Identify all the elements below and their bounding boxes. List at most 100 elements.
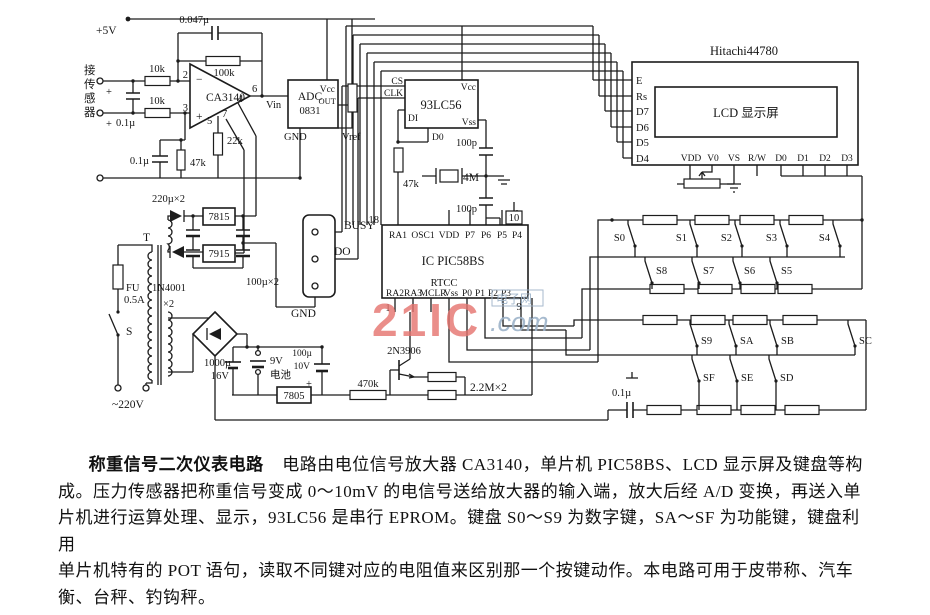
key-s2-label: S2 <box>721 233 732 244</box>
lcd-pin-d7: D7 <box>636 107 649 118</box>
mcu-pin-mclr: MCLR <box>420 289 448 299</box>
key-s6: S6 <box>732 257 755 289</box>
transistor-2n3906: 2N3906 470k 2.2M×2 <box>349 346 507 401</box>
caption-line-1: 称重信号二次仪表电路电路由电位信号放大器 CA3140，单片机 PIC58BS、… <box>58 452 874 479</box>
key-s8: S8 <box>644 257 667 289</box>
caption-line-1-text: 电路由电位信号放大器 CA3140，单片机 PIC58BS、LCD 显示屏及键盘… <box>282 455 863 474</box>
pot-wiper-arrow <box>698 171 706 177</box>
mcu-pin-p2: P2 <box>488 289 498 299</box>
pin-2: 2 <box>183 70 188 81</box>
mcu-pin-p6: P6 <box>481 231 491 241</box>
key-s8-label: S8 <box>656 266 667 277</box>
key-sb-label: SB <box>781 336 794 347</box>
reg-7815-label: 7815 <box>209 212 230 223</box>
eeprom-clk: CLK <box>384 89 403 99</box>
lcd-pin-d2: D2 <box>819 154 831 164</box>
conn-busy: BUSY <box>344 220 375 232</box>
eeprom-vss: Vss <box>462 118 477 128</box>
watermark-brand: 21IC <box>372 294 481 346</box>
r-10k-bottom: 10k <box>149 96 166 107</box>
sensor-char-3: 感 <box>84 91 96 105</box>
key-s1-label: S1 <box>676 233 687 244</box>
key-sa-label: SA <box>740 336 754 347</box>
mcu-pin-ra1: RA1 <box>389 231 407 241</box>
key-s7-label: S7 <box>703 266 714 277</box>
mcu-name: IC PIC58BS <box>422 254 485 268</box>
opamp-ca3140: − + CA3140 2 3 6 4 5 7 <box>183 62 257 130</box>
cap-1000-v: 16V <box>211 371 230 382</box>
r-470k-label: 470k <box>358 379 380 390</box>
cap-100b-v: 10V <box>294 362 311 372</box>
key-se-label: SE <box>741 373 753 384</box>
reg-7915-label: 7915 <box>209 249 230 260</box>
key-sa: SA <box>728 320 754 355</box>
pin-7: 7 <box>222 109 227 120</box>
lcd-pin-e: E <box>636 76 642 87</box>
watermark-tag: 电子网 <box>496 292 532 306</box>
adc-vcc: Vcc <box>320 85 335 95</box>
adc-out: OUT <box>319 96 337 106</box>
rectifier-diodes: 1N4001 <box>152 210 186 294</box>
mains-switch: S ~220V <box>108 310 150 411</box>
key-sf-label: SF <box>703 373 715 384</box>
key-s0-label: S0 <box>614 233 625 244</box>
pin-4: 4 <box>238 94 244 105</box>
lcd-pin-vs: VS <box>728 154 740 164</box>
battery-label: 电池 <box>270 368 291 381</box>
fuse: FU 0.5A <box>112 264 145 306</box>
key-sb: SB <box>769 320 794 355</box>
wires <box>103 18 867 421</box>
r-22k-label: 22k <box>227 136 244 147</box>
mcu-pin-p5: P5 <box>497 231 507 241</box>
regulator-7805: 7805 <box>276 386 312 404</box>
eeprom-93lc56: 93LC56 CS CLK DI D0 Vcc Vss 47k <box>384 77 479 190</box>
key-s1: S1 <box>676 220 699 257</box>
lcd-pin-d6: D6 <box>636 123 649 134</box>
fb-res-label: 100k <box>214 68 236 79</box>
key-s2: S2 <box>721 220 744 257</box>
adc-name: ADC <box>298 91 323 103</box>
keypad-cap-label: 0.1µ <box>612 388 631 399</box>
crystal-osc: 100p 100p 4M <box>435 138 510 215</box>
r-47k-label: 47k <box>190 158 207 169</box>
key-s4-label: S4 <box>819 233 831 244</box>
battery-voltage: 9V <box>270 356 283 367</box>
eeprom-d0: D0 <box>432 133 444 143</box>
transformer-label: T <box>143 232 150 244</box>
adc-vref: Vref <box>342 132 361 143</box>
mcu-pin-vdd: VDD <box>439 231 460 241</box>
osc-cap-top: 100p <box>456 138 477 149</box>
ground-icon <box>727 183 741 193</box>
opamp-minus: − <box>196 74 203 86</box>
lcd-pin-d5: D5 <box>636 138 649 149</box>
battery-9v: 9V 电池 <box>250 349 291 381</box>
adc-model: 0831 <box>300 106 321 117</box>
lcd-pin-v0: V0 <box>707 154 719 164</box>
regulator-7915: 7915 <box>202 244 236 263</box>
lcd-pin-d3: D3 <box>841 154 853 164</box>
switch-label: S <box>126 326 132 338</box>
transformer: T ×2 <box>143 219 174 385</box>
eeprom-cs: CS <box>391 77 403 87</box>
mcu-pin-p1: P1 <box>475 289 485 299</box>
cap-220-label: 220µ×2 <box>152 194 185 205</box>
caption-line-5: 衡、台秤、钓钩秤。 <box>58 587 216 607</box>
key-s3: S3 <box>766 220 789 257</box>
mains-label: ~220V <box>112 399 144 411</box>
key-sc: SC <box>847 320 872 355</box>
diode-label: 1N4001 <box>152 283 186 294</box>
lcd-pin-rs: Rs <box>636 92 647 103</box>
sensor-char-1: 接 <box>84 64 96 77</box>
r-22m-label: 2.2M×2 <box>470 382 507 394</box>
mcu-pin-vss: Vss <box>444 289 459 299</box>
key-s7: S7 <box>691 257 714 289</box>
plus-mark: + <box>306 379 312 390</box>
eeprom-r47k: 47k <box>403 179 420 190</box>
pin-3: 3 <box>183 103 188 114</box>
key-s6-label: S6 <box>744 266 755 277</box>
watermark-suffix: .com <box>490 307 549 337</box>
adc-0831: ADC 0831 Vcc OUT Vin GND Vref <box>266 79 361 143</box>
cap-100x2-label: 100µ×2 <box>246 277 279 288</box>
keypad-matrix: S0 S1 S2 S3 S4 S8 S7 S6 S5 S9 SA SB SC S… <box>612 214 872 418</box>
lcd-screen-label: LCD 显示屏 <box>713 106 779 120</box>
